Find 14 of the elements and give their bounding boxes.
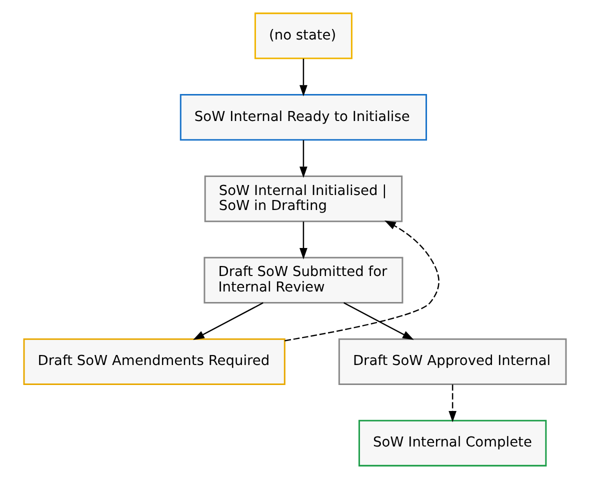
arrow (448, 384, 456, 422)
arrow (299, 58, 307, 96)
node-box: (no state) (254, 12, 352, 60)
node-box: SoW Internal Ready to Initialise (179, 94, 427, 141)
node-box: SoW Internal Complete (358, 420, 546, 466)
arrow (284, 220, 439, 342)
node-box: SoW Internal Initialised | SoW in Drafting (204, 175, 402, 222)
arrow (192, 302, 263, 340)
node-box: Draft SoW Amendments Required (22, 338, 285, 385)
node-box: Draft SoW Approved Internal (338, 338, 566, 385)
arrow (299, 140, 307, 178)
arrow (299, 222, 307, 260)
arrow (343, 302, 414, 340)
node-box: Draft SoW Submitted for Internal Review (203, 256, 403, 304)
